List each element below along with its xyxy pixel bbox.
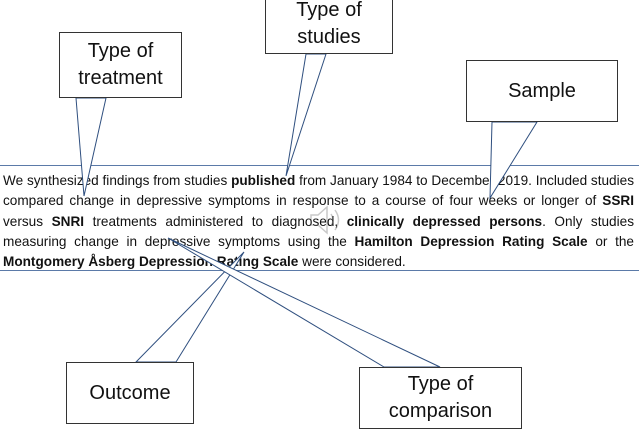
text-segment: or the [587, 233, 634, 249]
highlight-ssri: SSRI [602, 193, 634, 209]
text-segment: from January 1984 to December 2019. Incl… [3, 173, 634, 209]
callout-outcome: Outcome [66, 362, 194, 424]
highlight-hamilton-scale: Hamilton Depression Rating Scale [354, 233, 588, 249]
callout-type-of-treatment: Type of treatment [59, 32, 182, 98]
top-rule [0, 165, 639, 166]
text-segment: treatments administered to diagnosed, [84, 213, 347, 229]
highlight-montgomery-scale: Montgomery Åsberg Depression Rating Scal… [3, 254, 299, 270]
speaker-icon [310, 205, 340, 235]
text-segment: versus [3, 213, 52, 229]
callout-type-of-comparison: Type of comparison [359, 367, 522, 429]
callout-type-of-studies: Type of studies [265, 0, 393, 54]
pointer-type-of-studies [285, 53, 327, 177]
text-segment: We synthesized findings from studies [3, 173, 232, 188]
highlight-sample: clinically depressed persons [346, 213, 543, 229]
callout-sample: Sample [466, 60, 618, 122]
highlight-snri: SNRI [51, 213, 85, 229]
text-segment: were considered. [298, 254, 406, 270]
highlight-published: published [231, 173, 296, 188]
